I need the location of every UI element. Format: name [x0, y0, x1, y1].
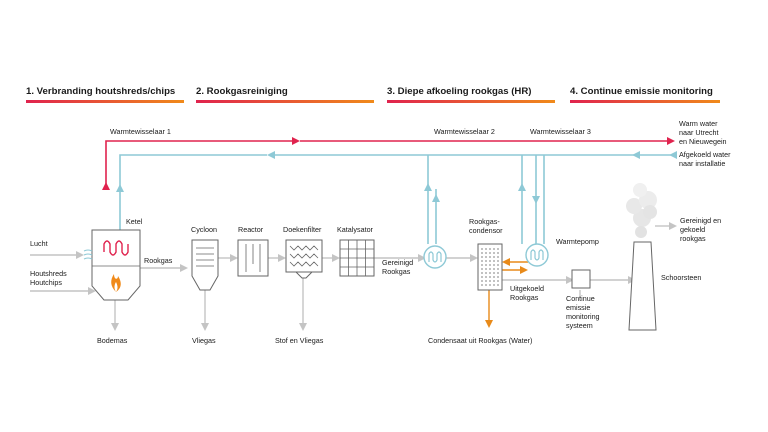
stage-1-bar: [26, 100, 184, 103]
monitoring-label-4: systeem: [566, 321, 593, 330]
stage-2-bar: [196, 100, 374, 103]
schoorsteen-chimney: [626, 183, 657, 331]
warm-water-label-2: naar Utrecht: [679, 128, 719, 137]
houtshreds-label-1: Houtshreds: [30, 269, 67, 278]
vliegas-label: Vliegas: [192, 336, 216, 345]
condensate-lines: [485, 258, 528, 328]
uitgekoeld-rookgas-label-2: Rookgas: [510, 293, 539, 302]
reactor-label: Reactor: [238, 225, 264, 234]
ketel-boiler: [83, 229, 141, 301]
monitoring-label-1: Continue: [566, 294, 595, 303]
monitoring-label-3: monitoring: [566, 312, 600, 321]
warmtewisselaar-1-label: Warmtewisselaar 1: [110, 127, 171, 136]
condensaat-label: Condensaat uit Rookgas (Water): [428, 336, 532, 345]
warmtewisselaar-2-coil: [423, 245, 447, 269]
gereinigd-rookgas-label-1: Gereinigd: [382, 258, 413, 267]
stage-headers: 1. Verbranding houtshreds/chips 2. Rookg…: [26, 86, 720, 103]
schoorsteen-label: Schoorsteen: [661, 273, 701, 282]
bodemas-label: Bodemas: [97, 336, 128, 345]
warmtepomp-label: Warmtepomp: [556, 237, 599, 246]
warmtepomp-coil: [525, 243, 549, 267]
gereinigd-gekoeld-label-2: gekoeld: [680, 225, 705, 234]
afgekoeld-water-label-1: Afgekoeld water: [679, 150, 731, 159]
gereinigd-gekoeld-label-1: Gereinigd en: [680, 216, 721, 225]
stage-4-title: 4. Continue emissie monitoring: [570, 86, 713, 97]
rookgascondensor-label-1: Rookgas-: [469, 217, 500, 226]
doekenfilter-label: Doekenfilter: [283, 225, 322, 234]
cycloon-label: Cycloon: [191, 225, 217, 234]
stage-4-bar: [570, 100, 720, 103]
warmtewisselaar-2-label: Warmtewisselaar 2: [434, 127, 495, 136]
doekenfilter-equipment: [285, 239, 323, 279]
warm-water-label-3: en Nieuwegein: [679, 137, 727, 146]
flue-gas-lines: [30, 222, 677, 331]
warmtewisselaar-3-label: Warmtewisselaar 3: [530, 127, 591, 136]
rookgas-label: Rookgas: [144, 256, 173, 265]
monitoring-label-2: emissie: [566, 303, 590, 312]
ketel-label: Ketel: [126, 217, 143, 226]
stage-2-title: 2. Rookgasreiniging: [196, 86, 288, 97]
stof-en-vliegas-label: Stof en Vliegas: [275, 336, 324, 345]
stage-3-title: 3. Diepe afkoeling rookgas (HR): [387, 86, 531, 97]
afgekoeld-water-label-2: naar installatie: [679, 159, 725, 168]
rookgascondensor-label-2: condensor: [469, 226, 503, 235]
cooled-water-line: [116, 151, 677, 238]
hr-water-loops: [424, 155, 545, 244]
stage-1-title: 1. Verbranding houtshreds/chips: [26, 86, 175, 97]
katalysator-label: Katalysator: [337, 225, 374, 234]
smoke-cloud-icon: [626, 183, 657, 238]
monitoring-system-box: [571, 269, 591, 289]
flame-icon: [111, 274, 121, 292]
air-inlet-icon: [83, 249, 93, 260]
gereinigd-gekoeld-label-3: rookgas: [680, 234, 706, 243]
warm-water-label-1: Warm water: [679, 119, 718, 128]
uitgekoeld-rookgas-label-1: Uitgekoeld: [510, 284, 544, 293]
labels: Warmtewisselaar 1 Warmtewisselaar 2 Warm…: [30, 119, 731, 345]
rookgascondensor-equipment: [477, 243, 503, 291]
stage-3-bar: [387, 100, 555, 103]
gereinigd-rookgas-label-2: Rookgas: [382, 267, 411, 276]
cycloon-equipment: [191, 239, 219, 291]
hot-water-line: [102, 137, 675, 190]
katalysator-equipment: [339, 239, 375, 277]
reactor-equipment: [237, 239, 269, 277]
houtshreds-label-2: Houtchips: [30, 278, 62, 287]
heat-exchanger-coil-icon: [103, 240, 129, 256]
lucht-label: Lucht: [30, 239, 48, 248]
